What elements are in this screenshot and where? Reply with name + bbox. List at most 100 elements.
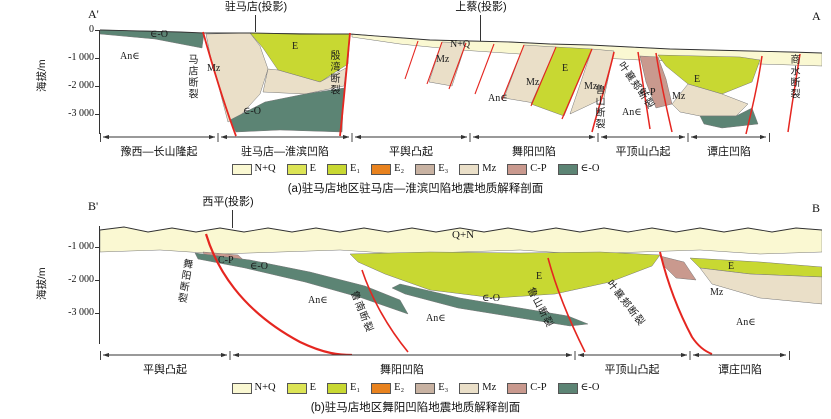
legend-item: E₁ [327, 162, 361, 175]
legend-swatch-mz [459, 382, 480, 394]
axis-tick-label: -1 000 [68, 241, 94, 252]
axis-tick-a [95, 86, 99, 87]
unit-label: An∈ [488, 93, 508, 104]
zone-label: 平舆凸起 [143, 364, 187, 376]
legend-label: Mz [482, 162, 497, 174]
axis-tick-label: 0 [89, 24, 94, 35]
legend-label: Mz [482, 381, 497, 393]
unit-label: Mz [672, 91, 686, 102]
fault-minor [426, 41, 443, 85]
legend-label: E₁ [350, 381, 361, 393]
legend-swatch-nq [231, 382, 252, 394]
unit-label: E [562, 63, 569, 74]
legend-swatch-e1 [327, 163, 348, 175]
legend-label: E₁ [350, 162, 361, 174]
elevation-axis-title-a: 海拔/m [36, 59, 48, 92]
legend-label: E [309, 381, 317, 393]
geo-e-tanzhuang [657, 54, 761, 95]
legend-swatch-cp [507, 382, 528, 394]
legend-label: ∈-O [580, 162, 600, 174]
profile-b-end-left: B' [88, 199, 99, 213]
fault-minor [404, 40, 419, 80]
fault-label-shangshui: 商水断裂 [788, 54, 799, 100]
geo-mz-right [699, 267, 822, 305]
legend-swatch-eo [557, 382, 578, 394]
zone-label: 平顶山凸起 [604, 364, 660, 376]
legend-label: E₂ [394, 162, 405, 174]
projection-tick-zhumadian [255, 15, 256, 32]
unit-label: E [694, 74, 701, 85]
unit-label: E [536, 271, 543, 282]
axis-tick-label: -3 000 [68, 307, 94, 318]
legend-item: N+Q [231, 381, 276, 394]
zone-dividers-b [100, 351, 790, 360]
legend-swatch-e2 [371, 382, 392, 394]
legend-swatch-e3 [415, 382, 436, 394]
fault-lushan-a [591, 51, 615, 133]
fault-tanzhuang-east [745, 55, 763, 135]
axis-tick-label: -2 000 [68, 274, 94, 285]
zone-label: 谭庄凹陷 [718, 364, 762, 376]
legend-item: Mz [459, 162, 497, 175]
fault-yexiangjia-a1 [637, 51, 651, 130]
legend-item: Mz [459, 381, 497, 394]
geo-mz-sliver-1 [428, 41, 467, 87]
geo-units-b [100, 226, 822, 327]
legend-label: E [309, 162, 317, 174]
axis-tick-b [95, 280, 99, 281]
legend-label: C-P [530, 162, 547, 174]
legend-swatch-cp [507, 163, 528, 175]
unit-label: Q+N [452, 229, 475, 241]
fault-minor [448, 42, 467, 90]
legend-swatch-mz [459, 163, 480, 175]
legend-item: E₂ [371, 382, 404, 394]
unit-label: E [292, 41, 299, 52]
geo-eo-tanzhuang [699, 107, 759, 129]
zone-arrows-a [100, 133, 770, 142]
unit-label: ∈-O [150, 29, 168, 40]
legend-label: E₃ [438, 381, 449, 393]
axis-tick-label: -1 000 [68, 52, 94, 63]
fault-yexiangjia-b [659, 251, 713, 355]
zone-label: 谭庄凹陷 [707, 146, 751, 158]
fault-label-yinwan: 殷湾断裂 [328, 50, 339, 96]
legend-label: N+Q [254, 381, 276, 393]
unit-label: Mz [436, 54, 450, 65]
fault-lushan-b [547, 257, 586, 353]
fault-lunan [361, 269, 409, 353]
axis-tick-b [95, 247, 99, 248]
unit-label: Mz [207, 63, 221, 74]
unit-label: ∈-O [482, 293, 500, 304]
fault-yexiangjia-a2 [655, 52, 673, 133]
legend-item: E [286, 162, 317, 175]
legend-item: ∈-O [557, 381, 600, 394]
fault-minor [501, 44, 525, 101]
elevation-axis-line-a [99, 30, 100, 134]
zone-arrows-b [100, 351, 790, 360]
unit-label: Mz [584, 81, 598, 92]
legend-label: N+Q [254, 162, 276, 174]
unit-label: C-P [218, 255, 234, 266]
zone-label: 平顶山凸起 [615, 146, 671, 158]
zone-dividers-a [100, 133, 770, 142]
profile-a-end-right: A [812, 9, 821, 23]
legend-swatch-e3 [415, 163, 436, 175]
unit-label: E [728, 261, 735, 272]
unit-label: N+Q [450, 39, 471, 50]
fault-minor [530, 46, 557, 107]
legend-swatch-e [286, 382, 307, 394]
geo-eo-band-1 [194, 252, 409, 315]
legend-item: E₃ [415, 381, 449, 394]
legend-item: ∈-O [557, 162, 600, 175]
axis-tick-a [95, 30, 99, 31]
unit-label: Mz [710, 287, 724, 298]
fault-madian [202, 31, 237, 137]
legend-label: ∈-O [580, 381, 600, 393]
legend-item: E₃ [415, 163, 448, 175]
legend-item: E₁ [327, 381, 361, 394]
unit-label: An∈ [426, 313, 446, 324]
unit-label: ∈-O [250, 261, 268, 272]
axis-tick-a [95, 58, 99, 59]
ground-surface-b [100, 226, 822, 233]
